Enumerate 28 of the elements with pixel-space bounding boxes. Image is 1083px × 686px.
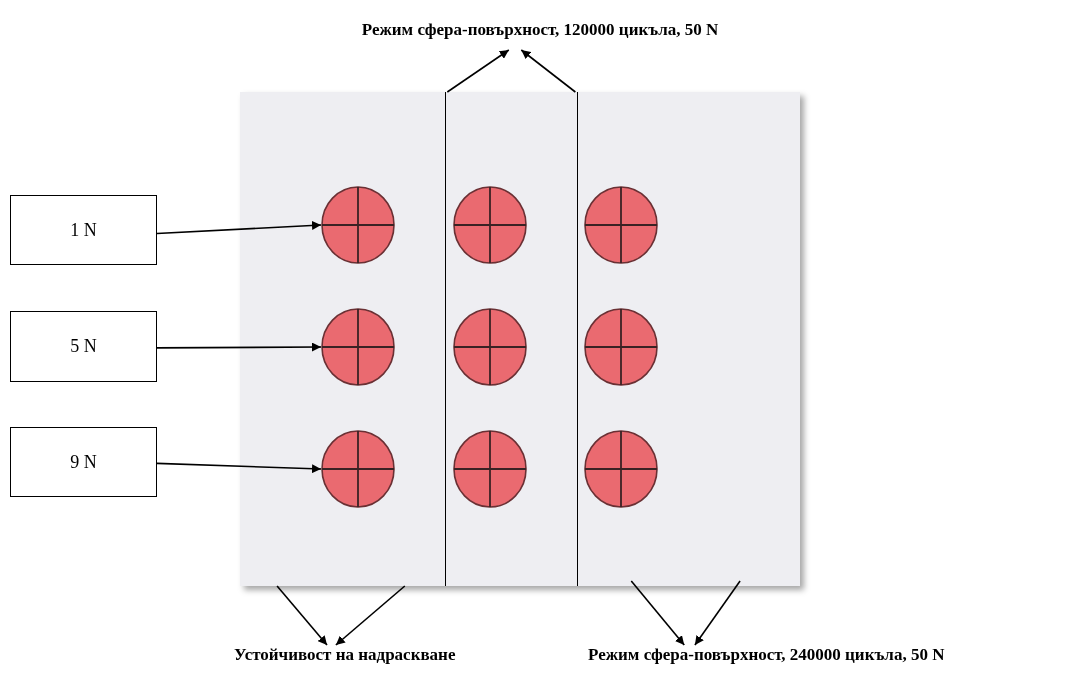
marked-circle (453, 430, 527, 508)
marked-circle (584, 430, 658, 508)
marked-circle (321, 308, 395, 386)
caption-text: Режим сфера-повърхност, 120000 цикъла, 50 N (228, 20, 852, 50)
caption-text: Режим сфера-повърхност, 240000 цикъла, 50 N (588, 645, 945, 673)
marked-circle (584, 186, 658, 264)
sample-strip (446, 92, 578, 586)
arrow (630, 580, 686, 646)
arrow (335, 585, 406, 646)
load-label: 5 N (10, 311, 157, 382)
marked-circle (453, 186, 527, 264)
arrow (276, 585, 328, 646)
load-label: 1 N (10, 195, 157, 265)
load-label: 9 N (10, 427, 157, 497)
arrow (156, 462, 322, 474)
sample-strip (240, 92, 446, 586)
arrow (156, 342, 322, 352)
sample-strip (578, 92, 800, 586)
caption-text: Устойчивост на надраскване (234, 645, 456, 673)
arrow (446, 49, 510, 93)
marked-circle (584, 308, 658, 386)
marked-circle (453, 308, 527, 386)
marked-circle (321, 186, 395, 264)
marked-circle (321, 430, 395, 508)
arrow (694, 580, 741, 646)
arrow (520, 49, 577, 93)
arrow (156, 220, 322, 235)
sample-panel (240, 92, 800, 586)
